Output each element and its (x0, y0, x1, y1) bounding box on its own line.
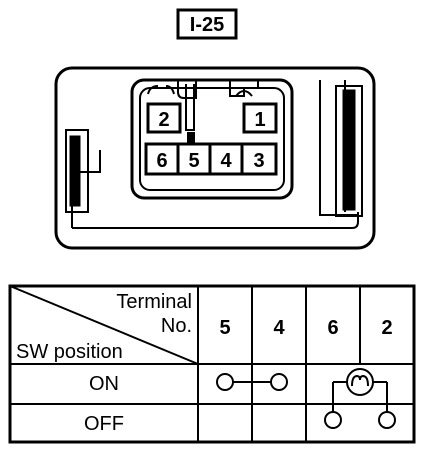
terminal-6-node (324, 411, 342, 429)
terminal-5-node (216, 373, 234, 391)
terminal-5-label: 5 (219, 317, 230, 339)
continuity-table (8, 284, 416, 444)
connector-id-label: I-25 (190, 14, 224, 36)
pin-3-label: 3 (253, 150, 264, 172)
terminal-2-label: 2 (381, 317, 392, 339)
row-off-label: OFF (84, 413, 124, 435)
header-terminal-no-label: No. (161, 315, 192, 337)
connector-id-box: I-25 (176, 8, 238, 40)
terminal-4-node (270, 373, 288, 391)
row-on-label: ON (89, 373, 119, 395)
pin-6-label: 6 (156, 150, 167, 172)
bulb-6-2-connection (324, 368, 396, 429)
pin-5-label: 5 (188, 150, 199, 172)
terminal-4-label: 4 (273, 317, 285, 339)
pin-1-label: 1 (254, 109, 265, 131)
header-sw-position-label: SW position (16, 341, 123, 363)
connector-pins: 2 1 6 5 4 3 (144, 102, 278, 176)
header-diagonal (9, 285, 199, 365)
pin-2-label: 2 (158, 109, 169, 131)
pin-4-label: 4 (220, 150, 232, 172)
terminal-2-node (378, 411, 396, 429)
connector-housing (54, 66, 376, 250)
header-terminal-label: Terminal (116, 291, 192, 313)
terminal-6-label: 6 (327, 317, 338, 339)
continuity-5-4-connection (216, 373, 288, 391)
